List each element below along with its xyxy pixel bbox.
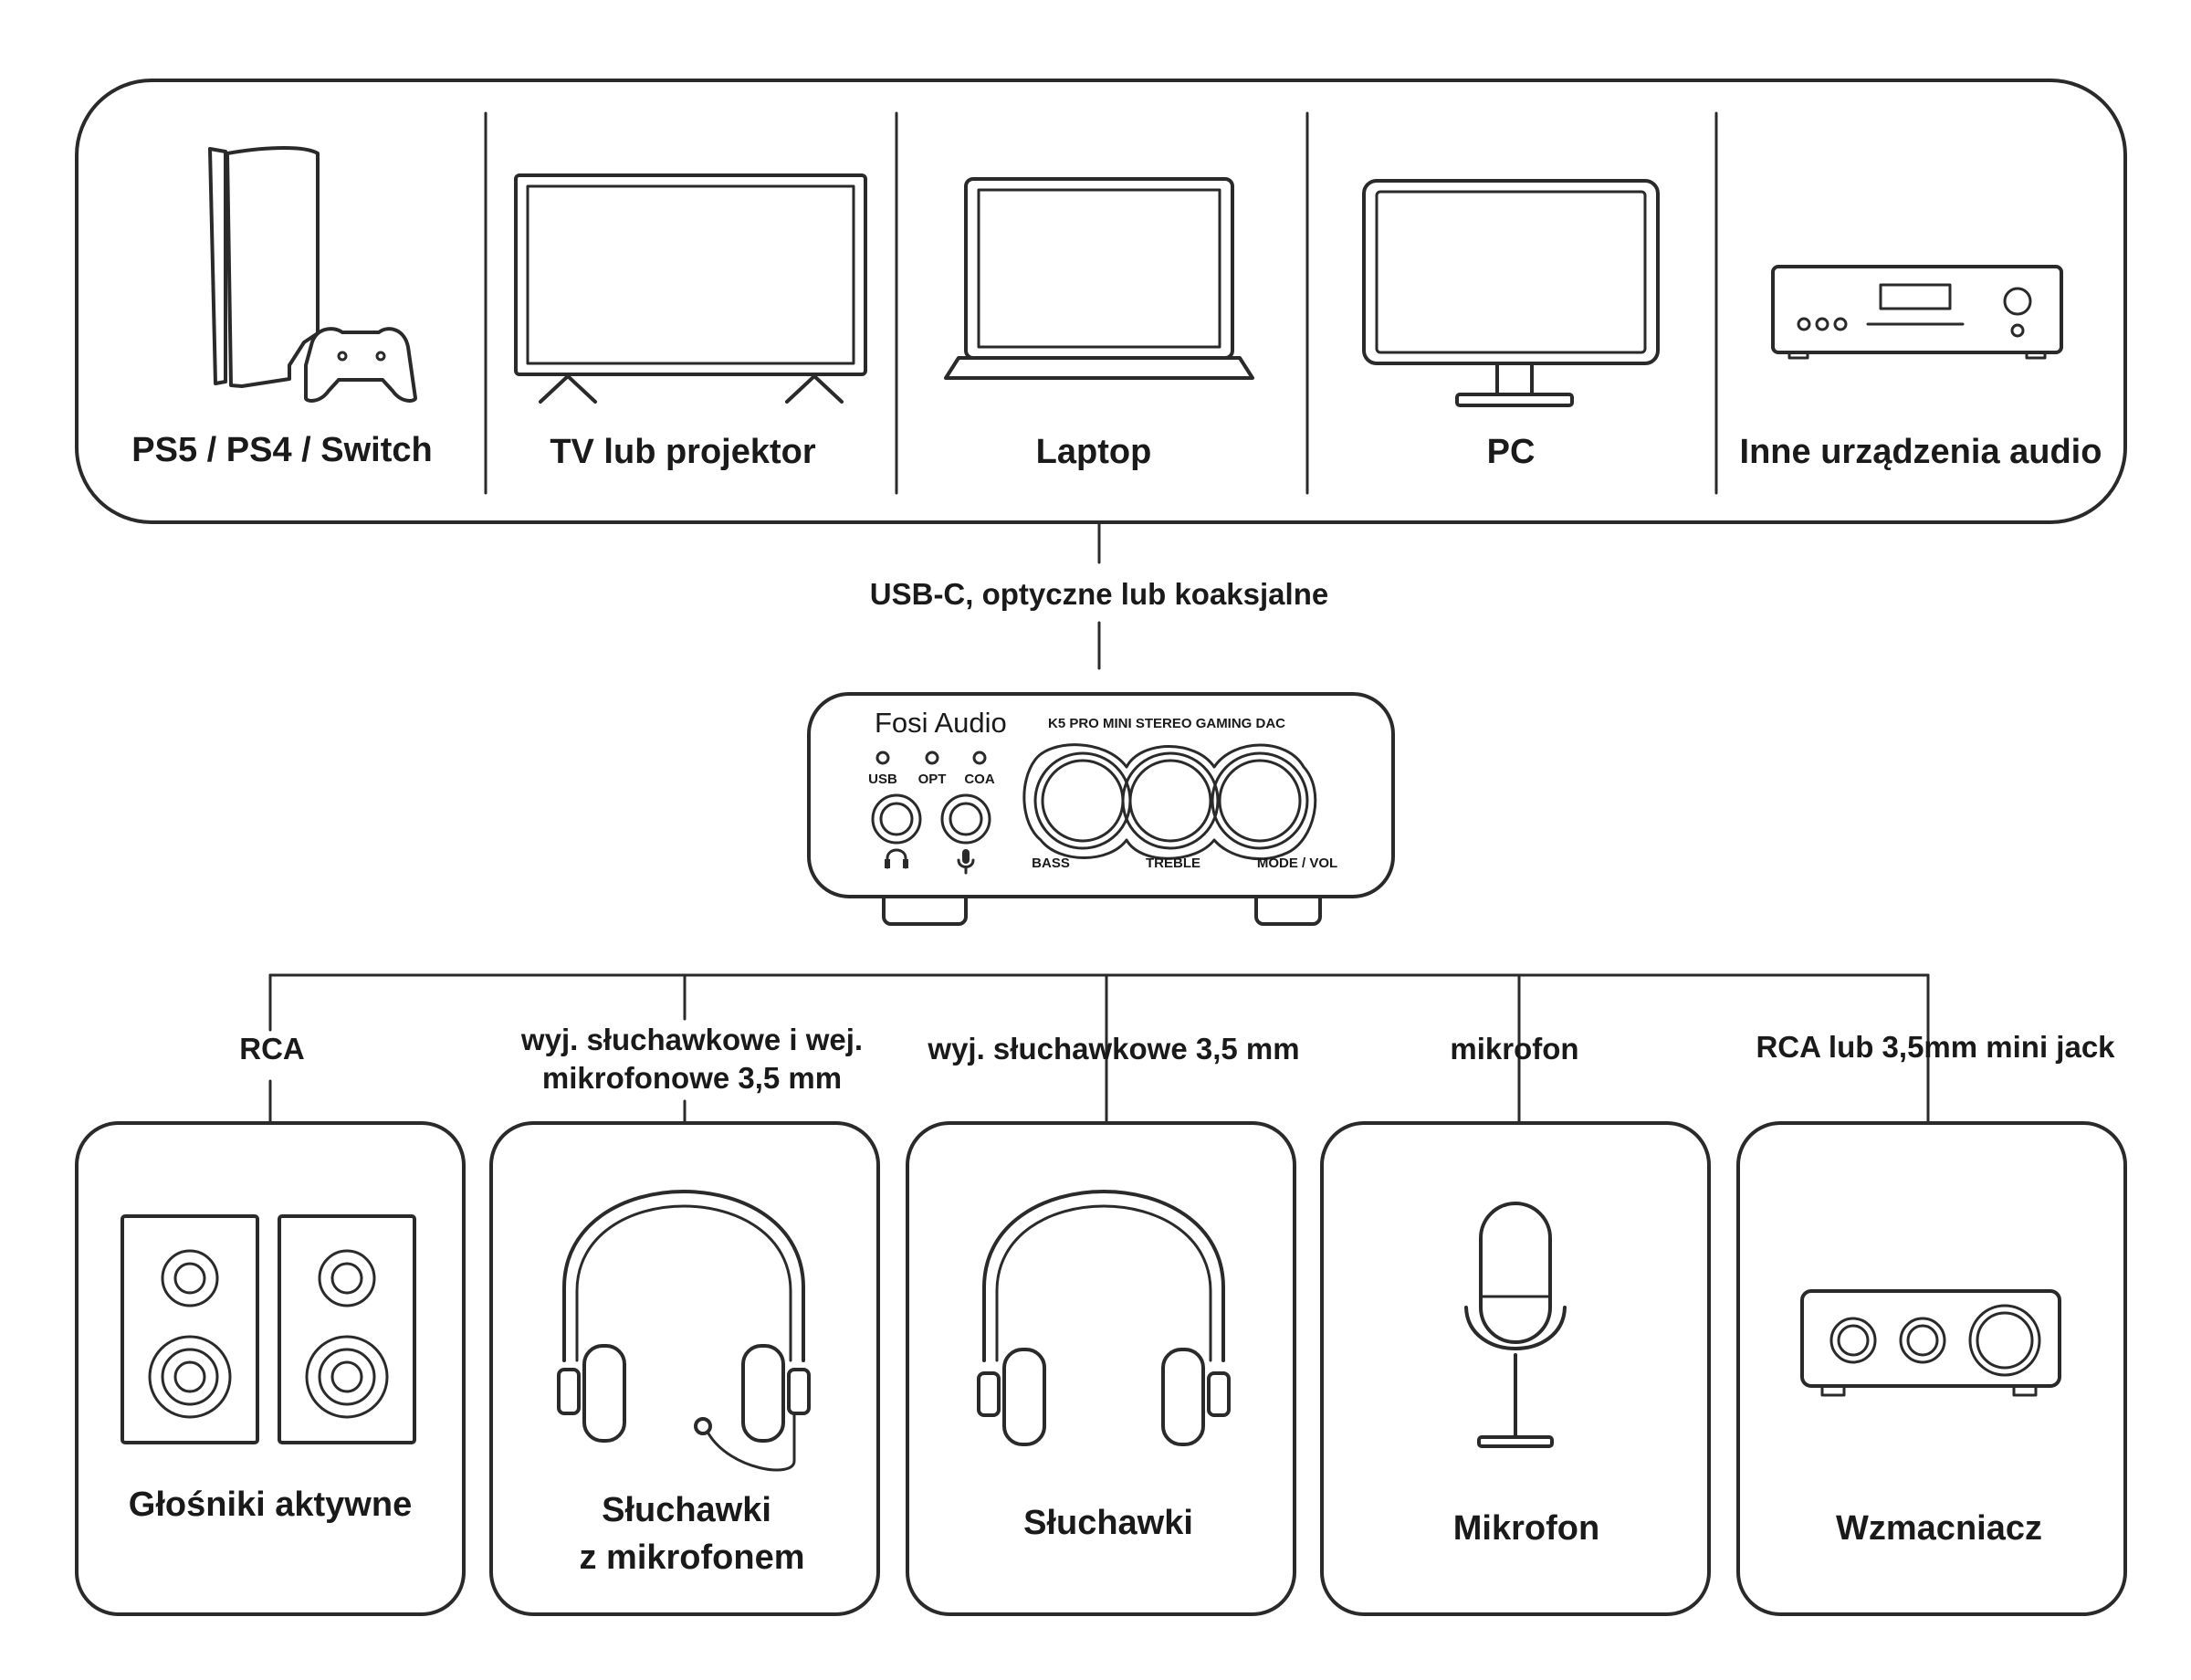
- indicator-led: [925, 751, 939, 765]
- source-label: Inne urządzenia audio: [1740, 433, 2102, 471]
- output-connection-label: wyj. słuchawkowe 3,5 mm: [927, 1032, 1299, 1066]
- indicator-led: [972, 751, 987, 765]
- indicator-led: [875, 751, 890, 765]
- output-label: Głośniki aktywne: [129, 1486, 412, 1524]
- headphones-icon: [977, 1190, 1231, 1446]
- laptop-icon: [944, 177, 1254, 380]
- output-connectors: [268, 973, 1930, 1125]
- volume-knob[interactable]: [1211, 751, 1309, 850]
- knob-surround: [1022, 743, 1317, 861]
- dac-device: Fosi Audio K5 PRO MINI STEREO GAMING DAC…: [807, 692, 1395, 926]
- source-label: PC: [1487, 433, 1536, 471]
- knob-label: MODE / VOL: [1257, 856, 1337, 871]
- monitor-icon: [1362, 179, 1660, 407]
- indicator-label: OPT: [918, 772, 947, 787]
- output-box: [1320, 1121, 1711, 1616]
- game-console-icon: [208, 146, 417, 403]
- output-box: [1736, 1121, 2127, 1616]
- output-label: Słuchawki: [602, 1491, 771, 1529]
- headset-icon: [557, 1190, 811, 1472]
- output-connection-label: mikrofon: [1450, 1032, 1578, 1066]
- output-label: z mikrofonem: [579, 1538, 804, 1577]
- amplifier-icon: [1800, 1289, 2061, 1397]
- treble-knob[interactable]: [1121, 751, 1220, 850]
- sources-panel: [75, 79, 2127, 524]
- output-connection-label: RCA lub 3,5mm mini jack: [1756, 1030, 2115, 1064]
- device-brand: Fosi Audio: [875, 707, 1007, 739]
- microphone-icon: [1464, 1202, 1567, 1448]
- output-connection-label: wyj. słuchawkowe i wej.: [520, 1023, 863, 1056]
- tv-icon: [514, 173, 867, 404]
- input-connection-label: USB-C, optyczne lub koaksjalne: [870, 577, 1328, 611]
- output-boxes: [75, 1121, 2127, 1616]
- headphone-jack[interactable]: [871, 793, 922, 845]
- output-box: [906, 1121, 1296, 1616]
- mic-jack[interactable]: [940, 793, 991, 845]
- output-connection-label: RCA: [239, 1032, 305, 1066]
- output-box: [489, 1121, 880, 1616]
- indicator-label: USB: [868, 772, 897, 787]
- output-connection-label: mikrofonowe 3,5 mm: [542, 1061, 842, 1095]
- source-label: Laptop: [1036, 433, 1152, 471]
- output-label: Mikrofon: [1453, 1509, 1599, 1548]
- output-label: Słuchawki: [1023, 1504, 1193, 1542]
- speakers-icon: [121, 1214, 416, 1444]
- audio-device-icon: [1771, 265, 2063, 360]
- indicator-label: COA: [964, 772, 995, 787]
- mic-icon: [957, 849, 975, 875]
- knob-label: BASS: [1032, 856, 1070, 871]
- device-model: K5 PRO MINI STEREO GAMING DAC: [1048, 716, 1285, 731]
- source-label: TV lub projektor: [550, 433, 816, 471]
- output-box: [75, 1121, 466, 1616]
- knob-label: TREBLE: [1146, 856, 1200, 871]
- headphone-icon: [885, 848, 908, 869]
- source-label: PS5 / PS4 / Switch: [131, 431, 432, 469]
- output-label: Wzmacniacz: [1836, 1509, 2042, 1548]
